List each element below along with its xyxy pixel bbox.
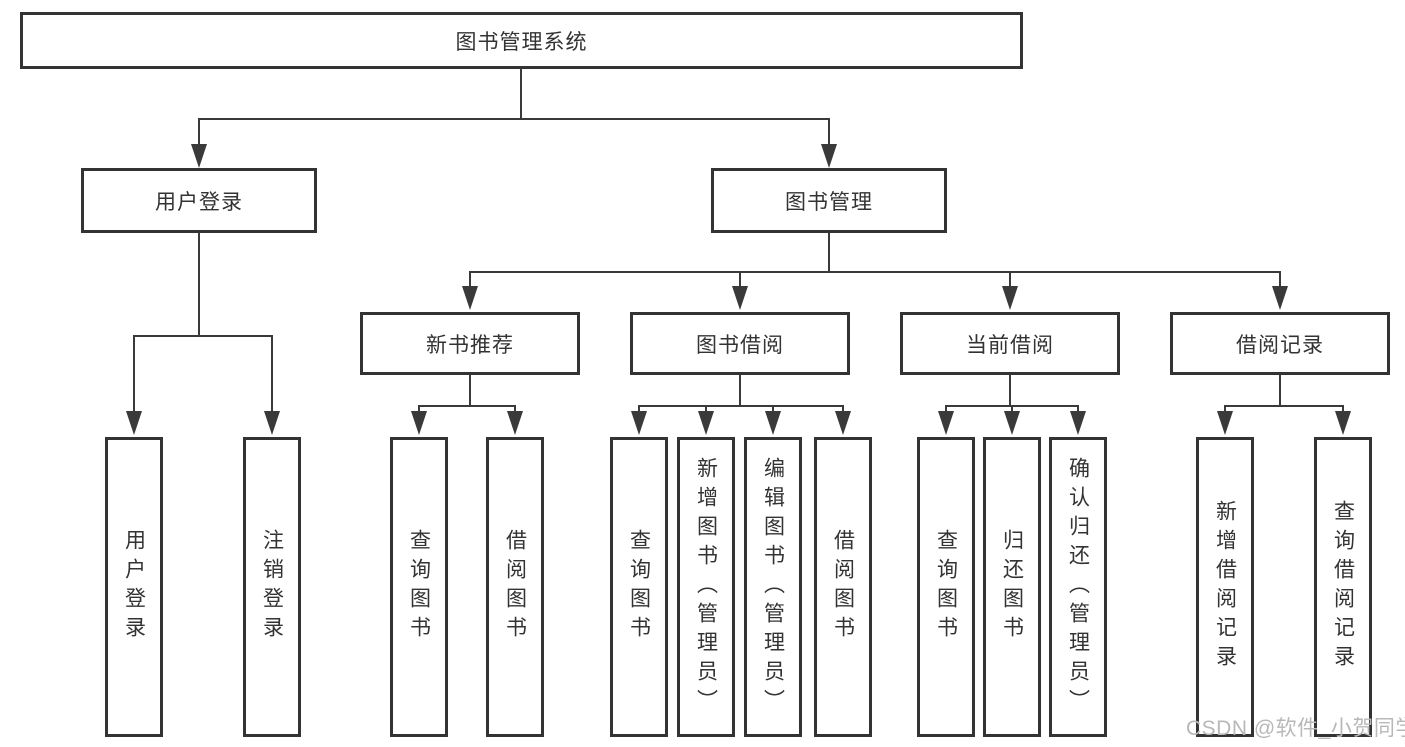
arrow-down-icon [126,411,142,435]
connector-drop [1224,405,1226,415]
leaf-edit-books-admin: 编辑图书（管理员） [744,437,802,737]
watermark: CSDN @软件_小贺同学 [1186,717,1405,740]
connector-drop-user-login [198,118,200,146]
connector-drop [842,405,844,415]
arrow-down-icon [462,286,478,310]
leaf-logout: 注销登录 [243,437,301,737]
leaf-add-books-admin: 新增图书（管理员） [677,437,735,737]
connector-book-borrow-rail [638,405,844,407]
arrow-down-icon [1070,411,1086,435]
connector-drop [1077,405,1079,415]
connector-root-stem [520,68,522,120]
arrow-down-icon [732,286,748,310]
connector-user-login-rail [133,335,273,337]
node-borrow-records: 借阅记录 [1170,312,1390,375]
leaf-logout-label: 注销登录 [260,529,284,645]
arrow-down-icon [765,411,781,435]
arrow-down-icon [507,411,523,435]
connector-drop-borrow-records [1279,271,1281,290]
arrow-down-icon [938,411,954,435]
leaf-query-books-newbook: 查询图书 [390,437,448,737]
leaf-borrow-books-newbook-label: 借阅图书 [503,529,527,645]
connector-book-borrow-stem [739,375,741,407]
connector-new-book-stem [469,375,471,407]
connector-drop-current-borrow [1009,271,1011,290]
connector-drop-leaf-logout [271,335,273,413]
connector-drop-book-management [828,118,830,146]
arrow-down-icon [821,144,837,168]
leaf-query-books-borrow: 查询图书 [610,437,668,737]
leaf-query-borrow-record: 查询借阅记录 [1314,437,1372,737]
connector-borrow-records-stem [1279,375,1281,407]
connector-drop-new-book [469,271,471,290]
connector-new-book-rail [418,405,516,407]
node-user-login: 用户登录 [81,168,317,233]
node-new-book-recommend: 新书推荐 [360,312,580,375]
arrow-down-icon [411,411,427,435]
leaf-return-books: 归还图书 [983,437,1041,737]
node-root-label: 图书管理系统 [455,30,588,54]
node-user-login-label: 用户登录 [155,190,243,214]
connector-drop-leaf-login [133,335,135,413]
leaf-query-books-newbook-label: 查询图书 [407,529,431,645]
leaf-return-books-label: 归还图书 [1000,529,1024,645]
arrow-down-icon [1004,411,1020,435]
arrow-down-icon [1217,411,1233,435]
connector-drop [1011,405,1013,415]
node-book-management-label: 图书管理 [785,190,873,214]
node-book-borrow-label: 图书借阅 [696,333,784,357]
connector-current-borrow-stem [1009,375,1011,407]
node-current-borrow: 当前借阅 [900,312,1120,375]
leaf-user-login: 用户登录 [105,437,163,737]
leaf-add-books-admin-label: 新增图书（管理员） [694,456,718,718]
connector-drop-book-borrow [739,271,741,290]
arrow-down-icon [835,411,851,435]
node-root-library-system: 图书管理系统 [20,12,1023,69]
arrow-down-icon [191,144,207,168]
connector-book-management-stem [828,233,830,273]
leaf-query-books-current: 查询图书 [917,437,975,737]
connector-drop [1342,405,1344,415]
node-book-management: 图书管理 [711,168,947,233]
leaf-confirm-return-admin-label: 确认归还（管理员） [1066,456,1090,718]
leaf-add-borrow-record-label: 新增借阅记录 [1213,500,1237,674]
node-new-book-recommend-label: 新书推荐 [426,333,514,357]
connector-root-rail [198,118,830,120]
leaf-confirm-return-admin: 确认归还（管理员） [1049,437,1107,737]
connector-drop [418,405,420,415]
leaf-edit-books-admin-label: 编辑图书（管理员） [761,456,785,718]
arrow-down-icon [631,411,647,435]
connector-drop [772,405,774,415]
leaf-borrow-books-borrow-label: 借阅图书 [831,529,855,645]
connector-borrow-records-rail [1224,405,1344,407]
leaf-add-borrow-record: 新增借阅记录 [1196,437,1254,737]
arrow-down-icon [698,411,714,435]
arrow-down-icon [264,411,280,435]
leaf-query-books-borrow-label: 查询图书 [627,529,651,645]
leaf-query-books-current-label: 查询图书 [934,529,958,645]
connector-drop [638,405,640,415]
node-borrow-records-label: 借阅记录 [1236,333,1324,357]
arrow-down-icon [1002,286,1018,310]
connector-drop [514,405,516,415]
node-book-borrow: 图书借阅 [630,312,850,375]
leaf-borrow-books-borrow: 借阅图书 [814,437,872,737]
connector-user-login-stem [198,233,200,337]
node-current-borrow-label: 当前借阅 [966,333,1054,357]
arrow-down-icon [1335,411,1351,435]
leaf-query-borrow-record-label: 查询借阅记录 [1331,500,1355,674]
connector-drop [705,405,707,415]
leaf-user-login-label: 用户登录 [122,529,146,645]
connector-book-management-rail [469,271,1281,273]
connector-drop [945,405,947,415]
arrow-down-icon [1272,286,1288,310]
leaf-borrow-books-newbook: 借阅图书 [486,437,544,737]
